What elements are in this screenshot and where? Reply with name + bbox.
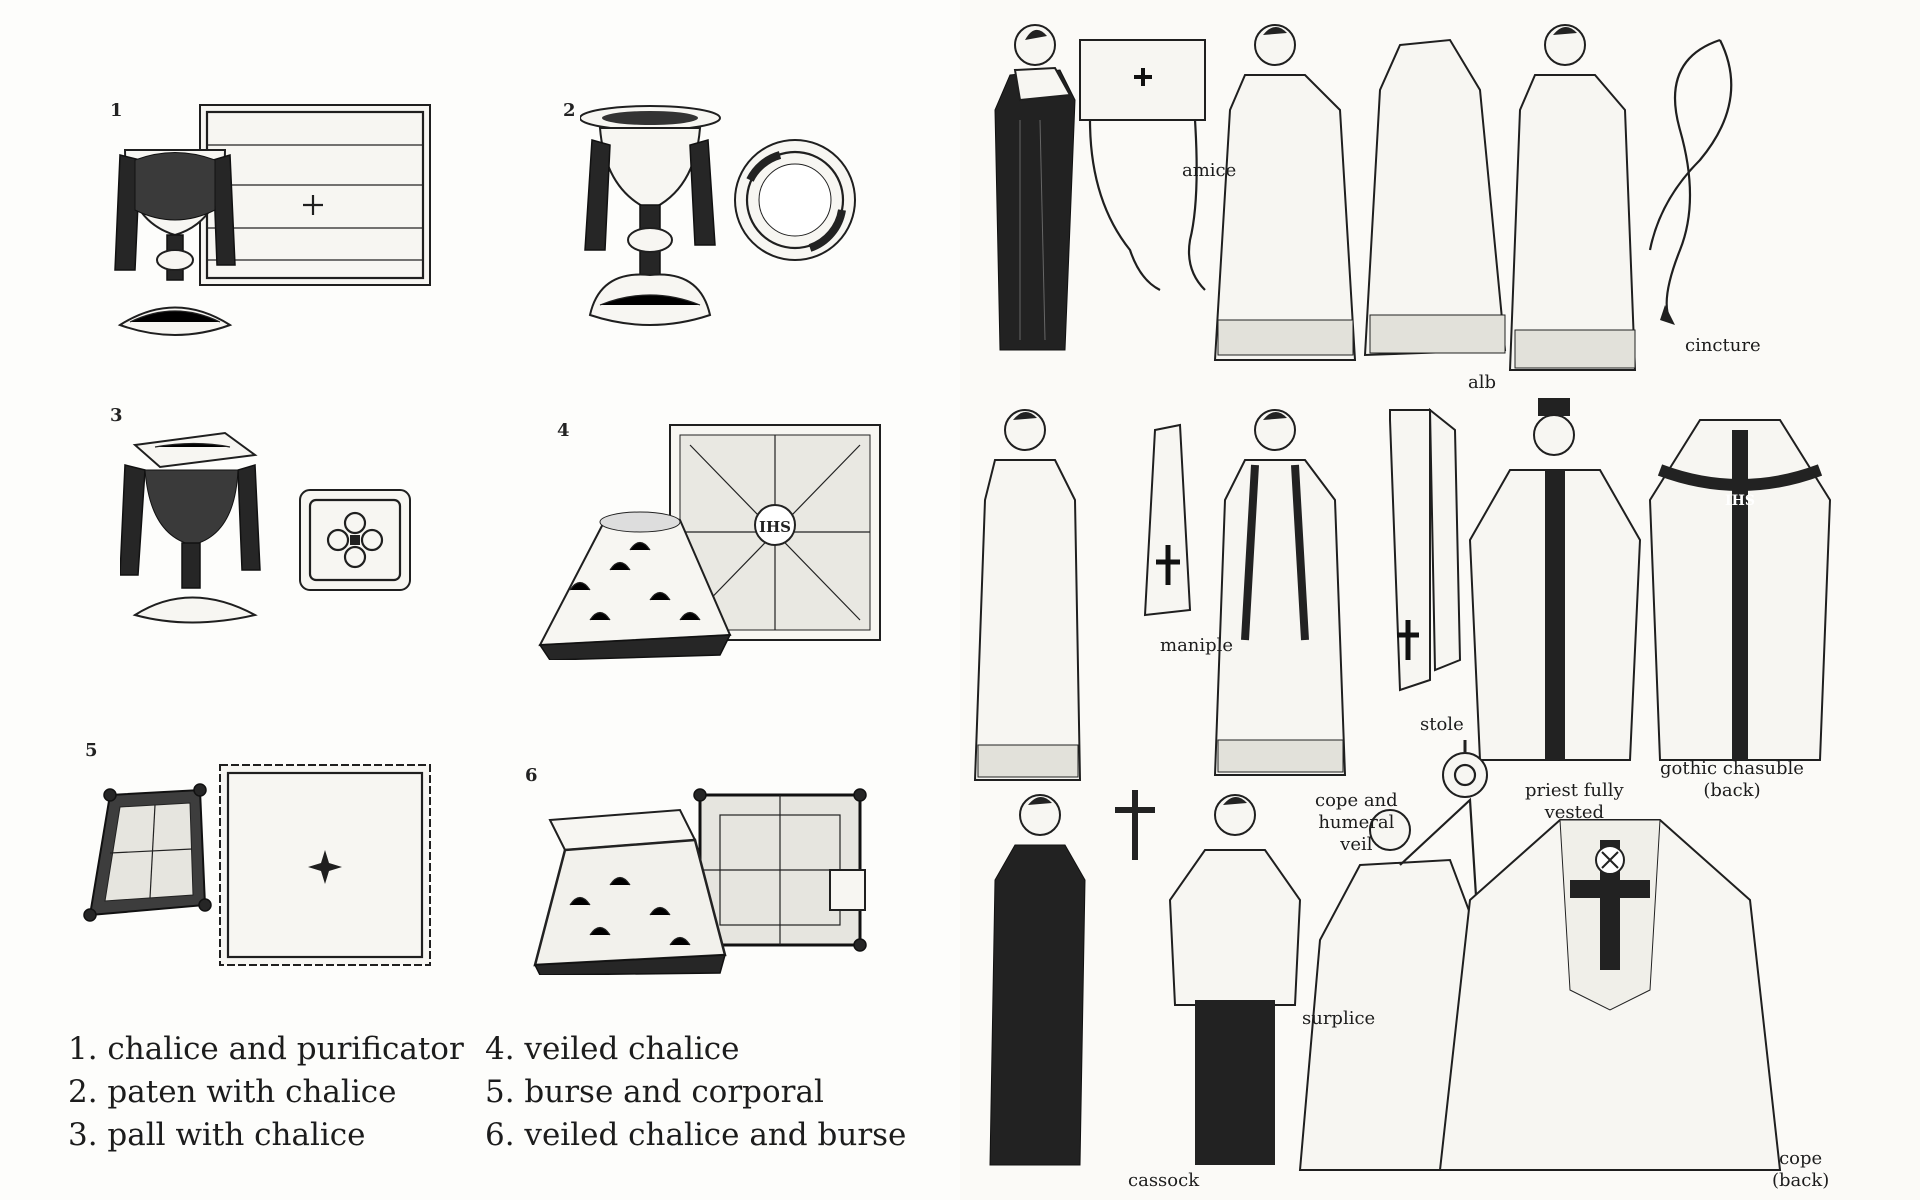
ihs-monogram-icon: IHS	[1725, 493, 1755, 509]
cross-icon	[303, 195, 323, 215]
cross-icon	[326, 511, 384, 569]
cross-icon	[1134, 68, 1152, 86]
figure-number-6: 6	[525, 765, 538, 786]
caption-6: 6. veiled chalice and burse	[485, 1117, 907, 1153]
figure-pall-with-chalice	[120, 425, 420, 625]
cross-icon	[1156, 545, 1180, 585]
label-priest-fully-vested: priest fully vested	[1525, 780, 1624, 823]
label-cope-back: cope (back)	[1772, 1148, 1830, 1191]
figure-stole-wearer	[1213, 409, 1347, 776]
figure-surplice	[1168, 794, 1302, 1165]
caption-3: 3. pall with chalice	[68, 1117, 366, 1153]
caption-4: 4. veiled chalice	[485, 1031, 740, 1067]
figure-cope-back	[1438, 819, 1782, 1171]
figure-alb	[1363, 38, 1507, 357]
caption-column-2: 4. veiled chalice 5. burse and corporal …	[485, 1028, 906, 1157]
label-amice: amice	[1182, 160, 1237, 181]
figure-chalice-and-purificator	[105, 100, 445, 345]
figure-priest-fully-vested	[1468, 398, 1642, 761]
figure-cincture-wearer	[1508, 24, 1637, 371]
figure-cassock	[989, 794, 1086, 1166]
figure-paten-with-chalice	[580, 100, 870, 335]
figure-alb-wearer	[1213, 24, 1357, 361]
label-surplice: surplice	[1302, 1008, 1376, 1029]
figure-cincture	[1648, 38, 1733, 325]
label-cassock: cassock	[1128, 1170, 1200, 1191]
caption-2: 2. paten with chalice	[68, 1074, 397, 1110]
figure-number-1: 1	[110, 100, 123, 121]
figure-veiled-chalice: IHS	[530, 420, 890, 660]
figure-maniple-wearer	[973, 409, 1082, 781]
figure-number-5: 5	[85, 740, 98, 761]
figure-veiled-chalice-and-burse	[520, 785, 880, 975]
figure-amice	[1079, 39, 1206, 291]
caption-column-1: 1. chalice and purificator 2. paten with…	[68, 1028, 464, 1157]
caption-5: 5. burse and corporal	[485, 1074, 824, 1110]
altar-linens-panel: 1 2	[68, 100, 907, 1157]
figure-number-4: 4	[557, 420, 570, 441]
label-stole: stole	[1420, 714, 1464, 735]
vestments-panel: IHS	[960, 0, 1920, 1200]
figure-maniple	[1143, 423, 1192, 617]
vestments-illustration: IHS	[973, 24, 1832, 1171]
figure-gothic-chasuble: IHS	[1648, 419, 1832, 761]
label-alb: alb	[1468, 372, 1497, 393]
figure-stole	[1389, 407, 1462, 692]
ihs-monogram-icon: IHS	[759, 518, 791, 536]
chi-rho-icon	[1595, 845, 1625, 875]
label-cincture: cincture	[1685, 335, 1761, 356]
cross-icon	[1397, 620, 1419, 660]
label-cope-and-humeral-veil: cope and humeral veil	[1315, 790, 1398, 855]
monstrance-icon	[1442, 740, 1488, 798]
star-icon	[308, 850, 342, 884]
figure-cope-and-humeral-veil	[1298, 797, 1492, 1171]
figure-priest-cassock-amice	[994, 24, 1076, 351]
crucifix-icon	[1115, 790, 1155, 860]
figure-burse-and-corporal	[80, 755, 440, 975]
label-maniple: maniple	[1160, 635, 1234, 656]
caption-1: 1. chalice and purificator	[68, 1031, 464, 1067]
label-gothic-chasuble: gothic chasuble (back)	[1660, 758, 1804, 801]
figure-number-2: 2	[563, 100, 576, 121]
figure-number-3: 3	[110, 405, 123, 426]
